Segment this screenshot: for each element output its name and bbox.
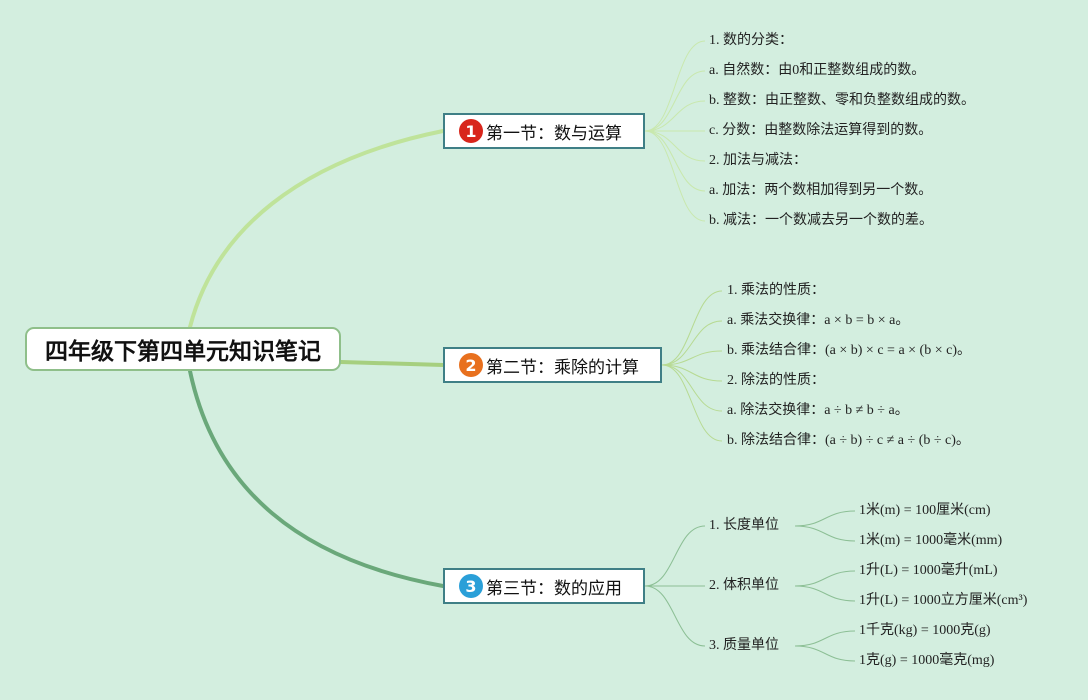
branch-line-1 [188,129,445,329]
section-node-1[interactable]: 1 第一节：数与运算 [443,113,645,149]
section-title-2: 第二节：乘除的计算 [486,357,639,378]
root-topic[interactable]: 四年级下第四单元知识笔记 [25,327,341,371]
leaf-item: b. 乘法结合律：(a × b) × c = a × (b × c)。 [727,343,971,358]
branch-line-3 [188,369,445,588]
leaf-item: b. 整数：由正整数、零和负整数组成的数。 [709,93,975,108]
leaf-item: 1. 数的分类： [709,33,793,48]
leaf-item: b. 减法：一个数减去另一个数的差。 [709,213,933,228]
section-node-2[interactable]: 2 第二节：乘除的计算 [443,347,662,383]
number-badge-2: 2 [459,353,483,377]
group-label: 3. 质量单位 [709,638,779,653]
leaf-item: a. 乘法交换律：a × b = b × a。 [727,313,910,328]
leaf-item: 1. 乘法的性质： [727,283,825,298]
leaf-item: a. 加法：两个数相加得到另一个数。 [709,183,933,198]
leaf-item: a. 自然数：由0和正整数组成的数。 [709,63,926,78]
leaf-item: 2. 除法的性质： [727,373,825,388]
branch-line-2 [339,360,445,367]
group-label: 1. 长度单位 [709,518,779,533]
leaf-item: 1克(g) = 1000毫克(mg) [859,653,995,668]
leaf-lines-1 [644,40,706,222]
leaf-item: 1升(L) = 1000毫升(mL) [859,563,998,578]
leaf-item: 1米(m) = 100厘米(cm) [859,503,991,518]
section-title-1: 第一节：数与运算 [486,123,622,144]
leaf-item: b. 除法结合律：(a ÷ b) ÷ c ≠ a ÷ (b ÷ c)。 [727,433,970,448]
group-label: 2. 体积单位 [709,578,779,593]
leaf-item: 1千克(kg) = 1000克(g) [859,623,991,638]
leaf-item: 1米(m) = 1000毫米(mm) [859,533,1003,548]
section-node-3[interactable]: 3 第三节：数的应用 [443,568,645,604]
leaf-lines-3 [644,510,856,662]
leaf-item: 1升(L) = 1000立方厘米(cm³) [859,593,1028,608]
leaf-lines-2 [661,290,723,442]
leaf-item: a. 除法交换律：a ÷ b ≠ b ÷ a。 [727,403,909,418]
number-badge-3: 3 [459,574,483,598]
section-title-3: 第三节：数的应用 [486,578,622,599]
leaf-item: 2. 加法与减法： [709,153,807,168]
number-badge-1: 1 [459,119,483,143]
leaf-item: c. 分数：由整数除法运算得到的数。 [709,123,933,138]
